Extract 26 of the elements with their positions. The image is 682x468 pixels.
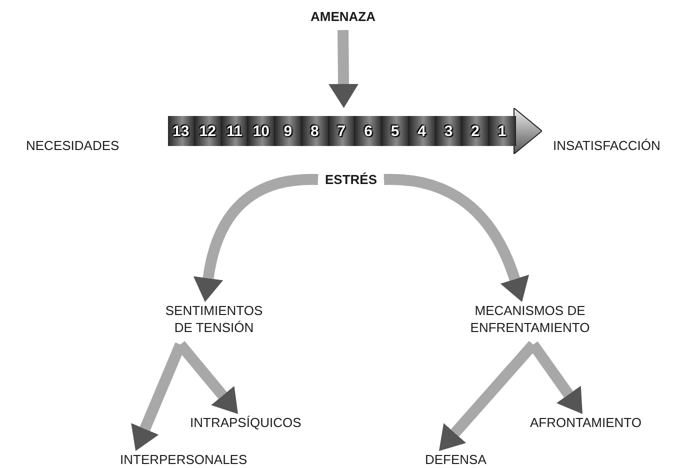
- node-label: AFRONTAMIENTO: [530, 414, 655, 431]
- node-label: INTERPERSONALES: [120, 451, 250, 468]
- arrow: [384, 174, 529, 302]
- scale-segment: 7: [328, 116, 356, 146]
- node-label: AMENAZA: [298, 8, 388, 25]
- arrow: [328, 30, 359, 108]
- scale-segment: 12: [194, 116, 222, 146]
- scale-segment: 1: [489, 116, 516, 146]
- scale-segment: 11: [222, 116, 248, 146]
- node-label: INSATISFACCIÓN: [553, 137, 678, 154]
- scale-segment: 8: [302, 116, 329, 146]
- scale-segment: 2: [462, 116, 490, 146]
- scale-segment: 4: [408, 116, 436, 146]
- node-label: SENTIMIENTOS DE TENSIÓN: [158, 302, 270, 336]
- scale-segment: 9: [275, 116, 302, 146]
- node-label: NECESIDADES: [26, 137, 138, 154]
- node-label: MECANISMOS DE ENFRENTAMIENTO: [450, 302, 610, 336]
- scale-segment: 5: [382, 116, 409, 146]
- scale-segment: 3: [436, 116, 462, 146]
- scale-segment: 10: [248, 116, 276, 146]
- node-label: ESTRÉS: [318, 171, 384, 188]
- arrow: [193, 174, 318, 302]
- scale-segment: 6: [355, 116, 382, 146]
- node-label: DEFENSA: [425, 451, 495, 468]
- scale-segment: 13: [168, 116, 195, 146]
- node-label: INTRAPSÍQUICOS: [190, 414, 310, 431]
